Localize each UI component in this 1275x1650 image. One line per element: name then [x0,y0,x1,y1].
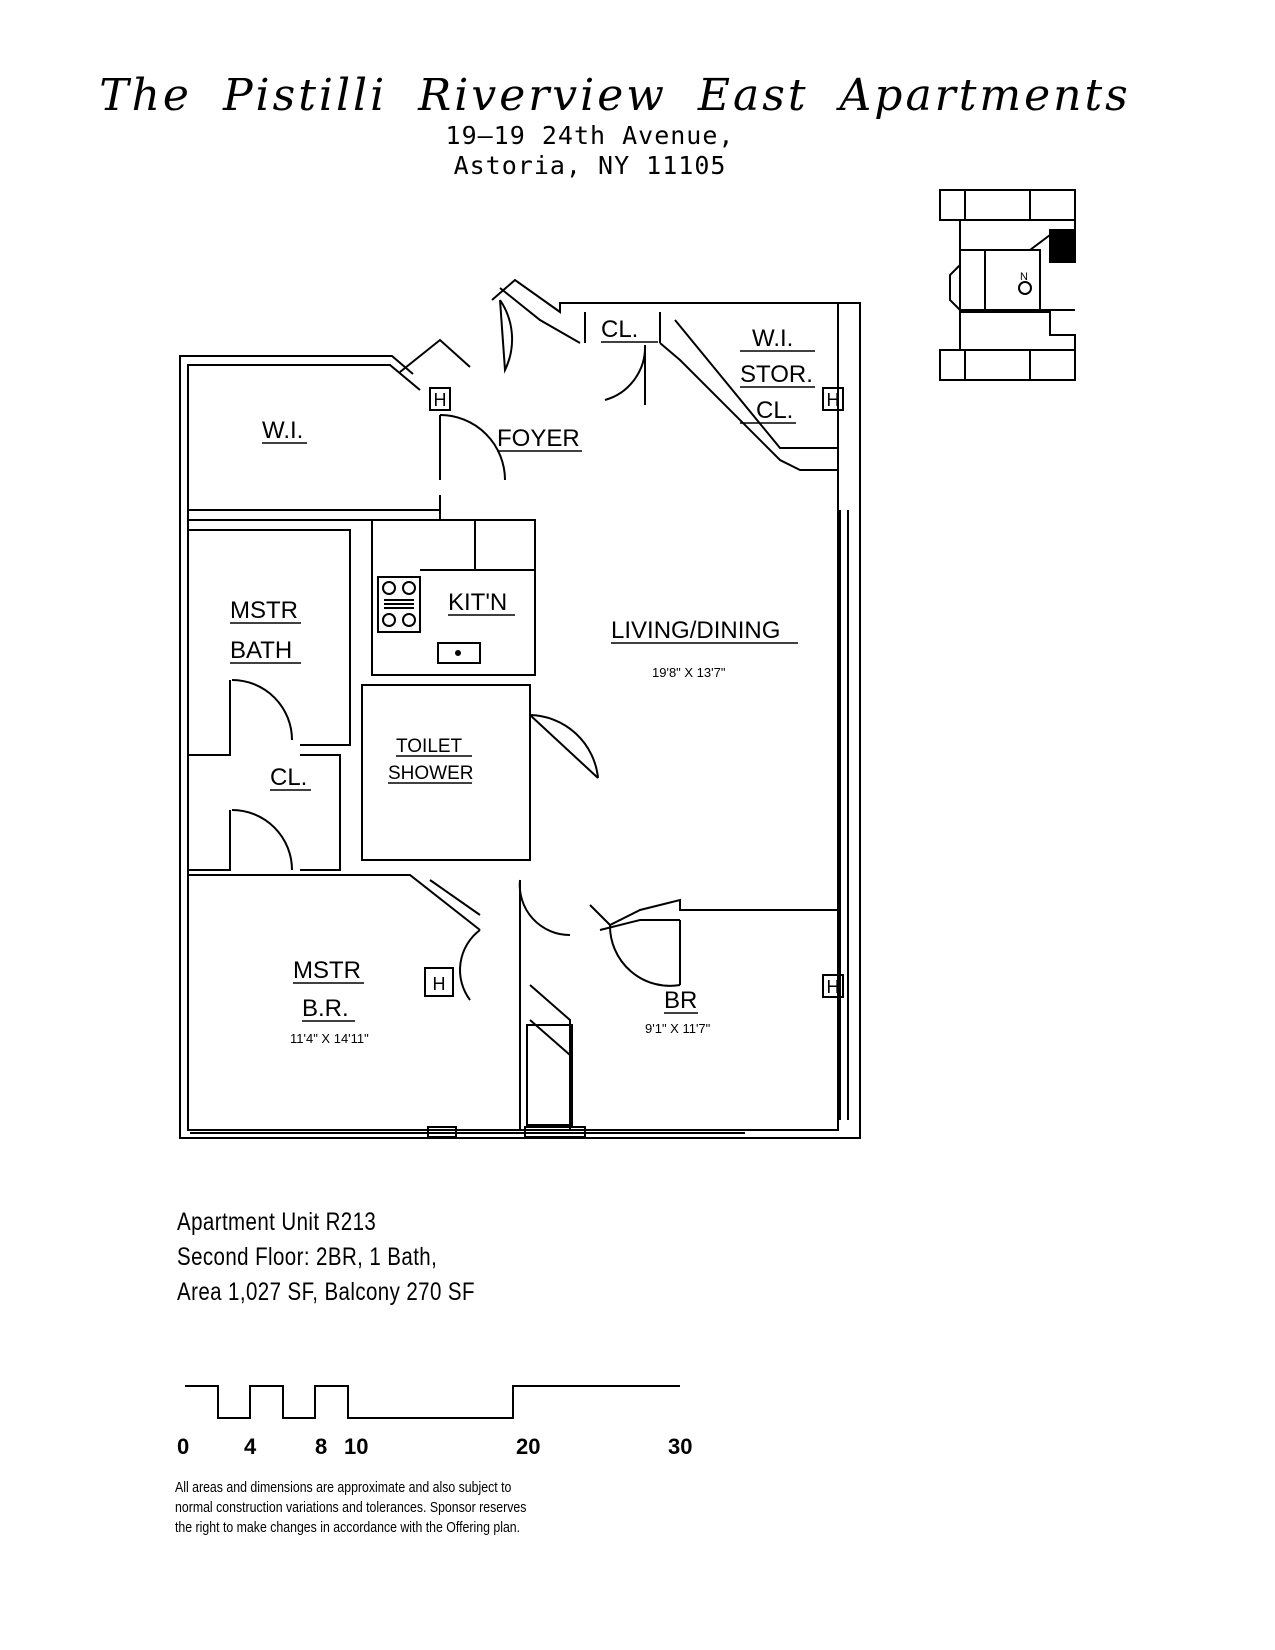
room-label-wi: W.I. [262,417,303,444]
sink-drain [455,650,461,656]
room-label-wi-stor-2: STOR. [740,361,813,388]
room-dimension-mstr-br: 11'4" X 14'11" [290,1031,369,1046]
scale-tick: 30 [668,1434,693,1459]
room-dimension-br: 9'1" X 11'7" [645,1021,711,1036]
room-label-closet-mid: CL. [270,764,307,791]
room-label-closet: CL. [601,316,638,343]
key-plan [939,189,1076,381]
label-underlines [230,341,815,1022]
room-label-br: BR [664,987,697,1014]
scale-tick: 10 [344,1434,369,1459]
heater-boxes [424,387,844,998]
unit-number: Apartment Unit R213 [177,1208,377,1236]
disclaimer-line: the right to make changes in accordance … [175,1520,521,1536]
unit-location-marker [1049,229,1076,263]
room-label-mstr-bath-1: MSTR [230,597,298,624]
stove [382,581,416,627]
scale-tick: 4 [244,1434,257,1459]
scale-tick: 8 [315,1434,328,1459]
room-label-wi-stor-1: W.I. [752,325,793,352]
windows [190,510,849,1138]
scale-tick: 20 [516,1434,541,1459]
disclaimer-line: normal construction variations and toler… [175,1500,527,1516]
heater-symbol: H [827,390,840,410]
disclaimer-line: All areas and dimensions are approximate… [175,1480,512,1496]
heater-symbol: H [434,390,447,410]
scale-bar [185,1385,680,1419]
room-label-mstr-br-1: MSTR [293,957,361,984]
room-label-mstr-bath-2: BATH [230,637,292,664]
room-label-living: LIVING/DINING [611,617,780,644]
room-label-kitchen: KIT'N [448,589,507,616]
interior-walls [188,495,838,1130]
north-label: N [1020,271,1028,283]
scale-tick: 0 [177,1434,190,1459]
heater-symbol: H [433,974,446,994]
unit-floor: Second Floor: 2BR, 1 Bath, [177,1243,438,1271]
address-city: Astoria, NY 11105 [453,151,727,180]
address-street: 19–19 24th Avenue, [445,121,735,150]
room-label-toilet: TOILET [396,736,463,757]
heater-symbol: H [827,977,840,997]
unit-area: Area 1,027 SF, Balcony 270 SF [177,1278,475,1306]
building-title: The Pistilli Riverview East Apartments [99,70,1131,121]
room-dimension-living: 19'8" X 13'7" [652,665,726,680]
room-label-mstr-br-2: B.R. [302,995,349,1022]
room-label-foyer: FOYER [497,425,580,452]
room-label-shower: SHOWER [388,763,474,784]
room-label-wi-stor-3: CL. [756,397,793,424]
outer-walls [179,278,861,1139]
doors [231,299,681,1001]
